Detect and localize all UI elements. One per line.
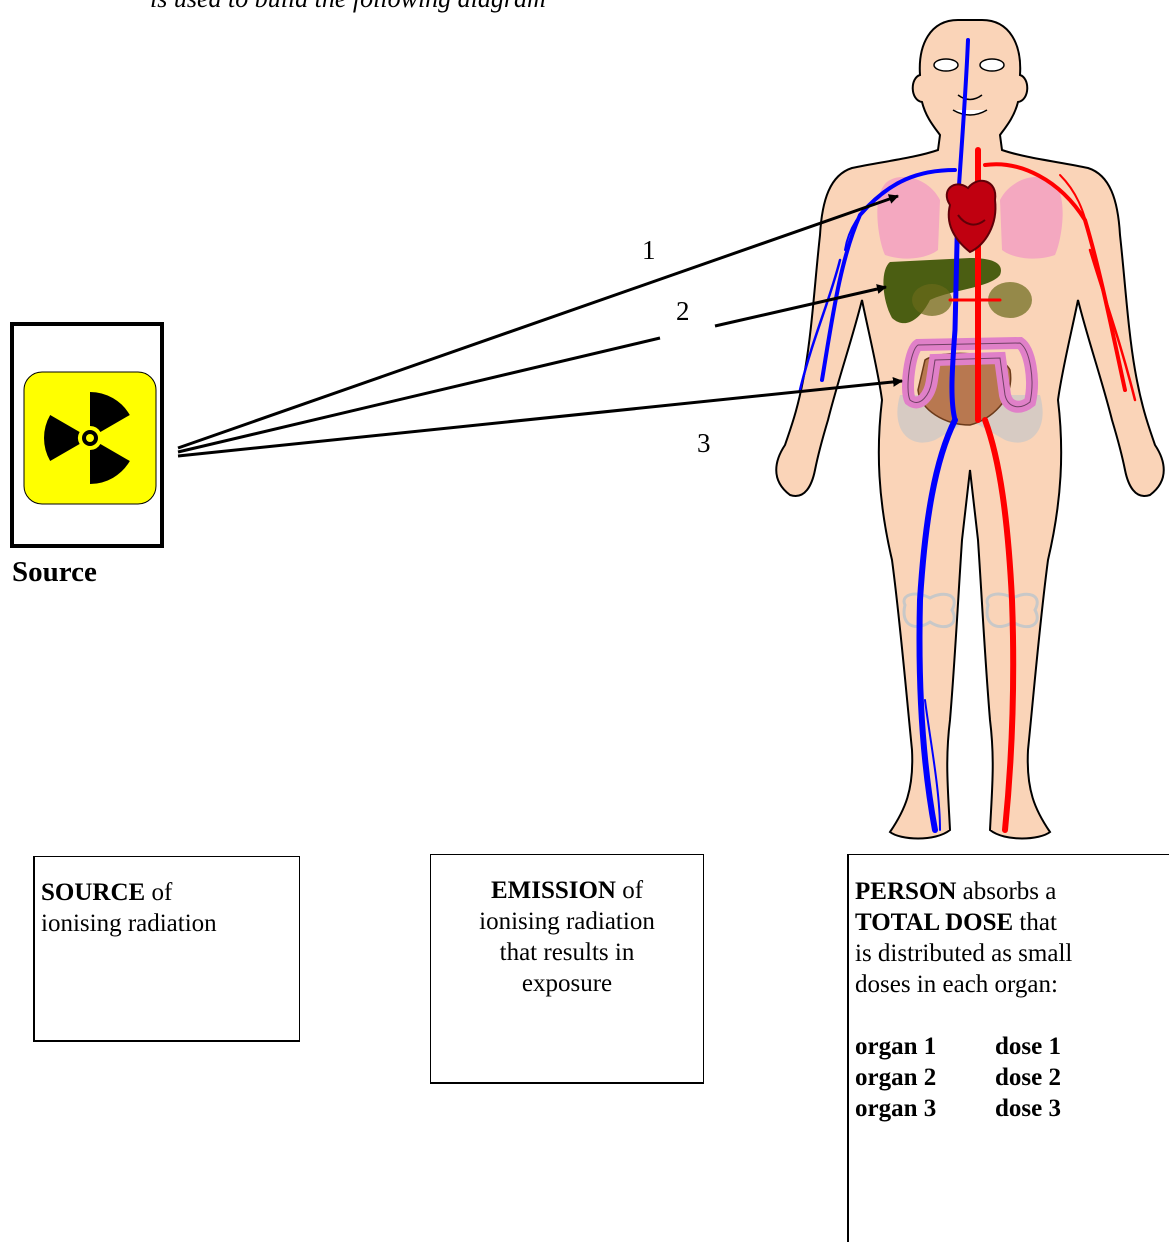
total-dose-label: TOTAL DOSE [855, 909, 1013, 936]
emission-box-title: EMISSION [491, 877, 616, 904]
total-dose-suffix: that [1013, 909, 1057, 936]
person-box-line4: doses in each organ: [855, 969, 1163, 1000]
organ-label: organ 2 [855, 1062, 995, 1093]
emission-box-title-suffix: of [616, 877, 643, 904]
pathway-2-number: 2 [676, 296, 690, 327]
emission-box-line2: ionising radiation [437, 906, 697, 937]
person-box-title: PERSON [855, 878, 956, 905]
source-box-title-suffix: of [145, 879, 172, 906]
organ-dose-row: organ 2 dose 2 [855, 1062, 1163, 1093]
exposure-diagram [0, 0, 1169, 850]
organ-dose-row: organ 1 dose 1 [855, 1031, 1163, 1062]
body-skin [776, 20, 1164, 839]
dose-label: dose 2 [995, 1062, 1061, 1093]
person-box: PERSON absorbs a TOTAL DOSE that is dist… [847, 854, 1169, 1242]
source-box: SOURCE of ionising radiation [33, 856, 300, 1042]
organ-dose-row: organ 3 dose 3 [855, 1093, 1163, 1124]
pathway-3-number: 3 [697, 428, 711, 459]
pathway-2-line [178, 338, 660, 452]
emission-box-line3: that results in [437, 937, 697, 968]
person-box-title-suffix: absorbs a [956, 878, 1056, 905]
organ-label: organ 1 [855, 1031, 995, 1062]
dose-label: dose 3 [995, 1093, 1061, 1124]
emission-box: EMISSION of ionising radiation that resu… [430, 854, 704, 1084]
person-box-line3: is distributed as small [855, 938, 1163, 969]
pathway-1-arrow [178, 196, 898, 448]
emission-box-line4: exposure [437, 968, 697, 999]
source-box-line2: ionising radiation [41, 908, 293, 939]
pathway-1-number: 1 [642, 235, 656, 266]
organ-label: organ 3 [855, 1093, 995, 1124]
source-box-title: SOURCE [41, 879, 145, 906]
dose-label: dose 1 [995, 1031, 1061, 1062]
human-body-figure [776, 20, 1164, 839]
